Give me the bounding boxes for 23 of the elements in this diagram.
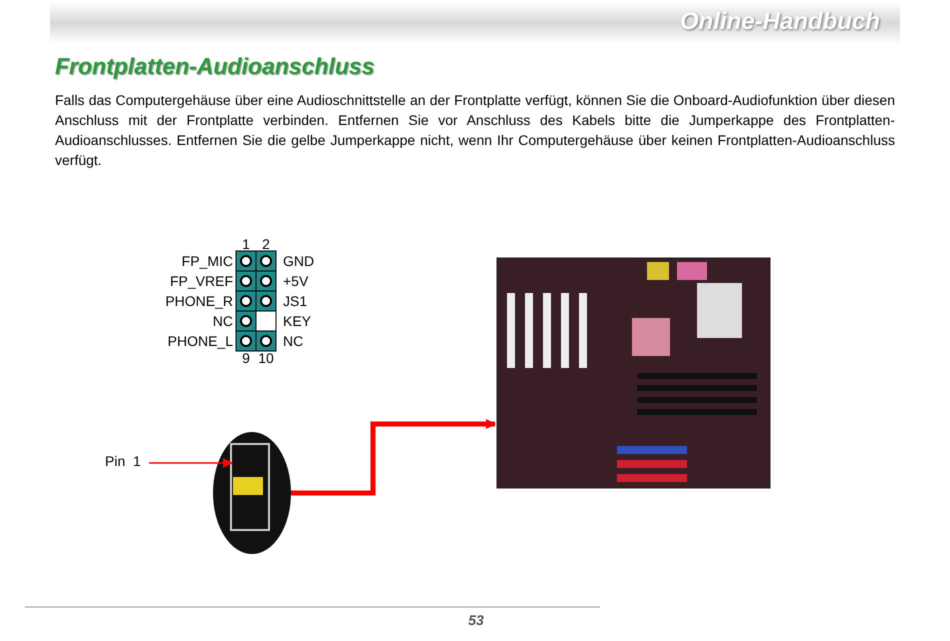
section-title: Frontplatten-Audioanschluss [55,53,374,80]
pin-label: NC [212,313,233,329]
pin-label: JS1 [283,293,308,309]
pin-label: PHONE_R [164,293,233,309]
pin-label: Pin 1 [105,453,159,469]
arrow [149,458,233,468]
pin-number: 10 [257,350,275,366]
pin-label: +5V [283,273,310,289]
arrow [291,419,496,496]
pin-label: FP_MIC [180,253,233,269]
pin-label: FP_VREF [168,273,233,289]
pin-label: NC [283,333,304,349]
pin-number: 1 [241,236,251,252]
pin-label: PHONE_L [166,333,233,349]
page-number: 53 [467,612,485,628]
pin-number: 9 [241,350,251,366]
pin-label: GND [283,253,316,269]
motherboard-drawing [496,258,770,488]
pin-label: KEY [283,313,312,329]
pin-number: 2 [261,236,271,252]
header-photo-drawing [213,432,291,554]
body-paragraph: Falls das Computergehäuse über eine Audioschnittstelle an der Frontplatte verfügt, können Sie die Onboard-Audiofunktion über diesen Anschluss mit der Frontplatte verbinden. Entfernen Sie vor Anschluss des Kabels bitte die Jumperkappe des Frontplatten-Audioanschlusses. Entfernen Sie die gelbe Jumperkappe nicht, wenn Ihr Computergehäuse über keinen Frontplatten-Audioanschluss verfügt. [55,91,895,170]
header-text: Online-Handbuch [680,8,880,36]
